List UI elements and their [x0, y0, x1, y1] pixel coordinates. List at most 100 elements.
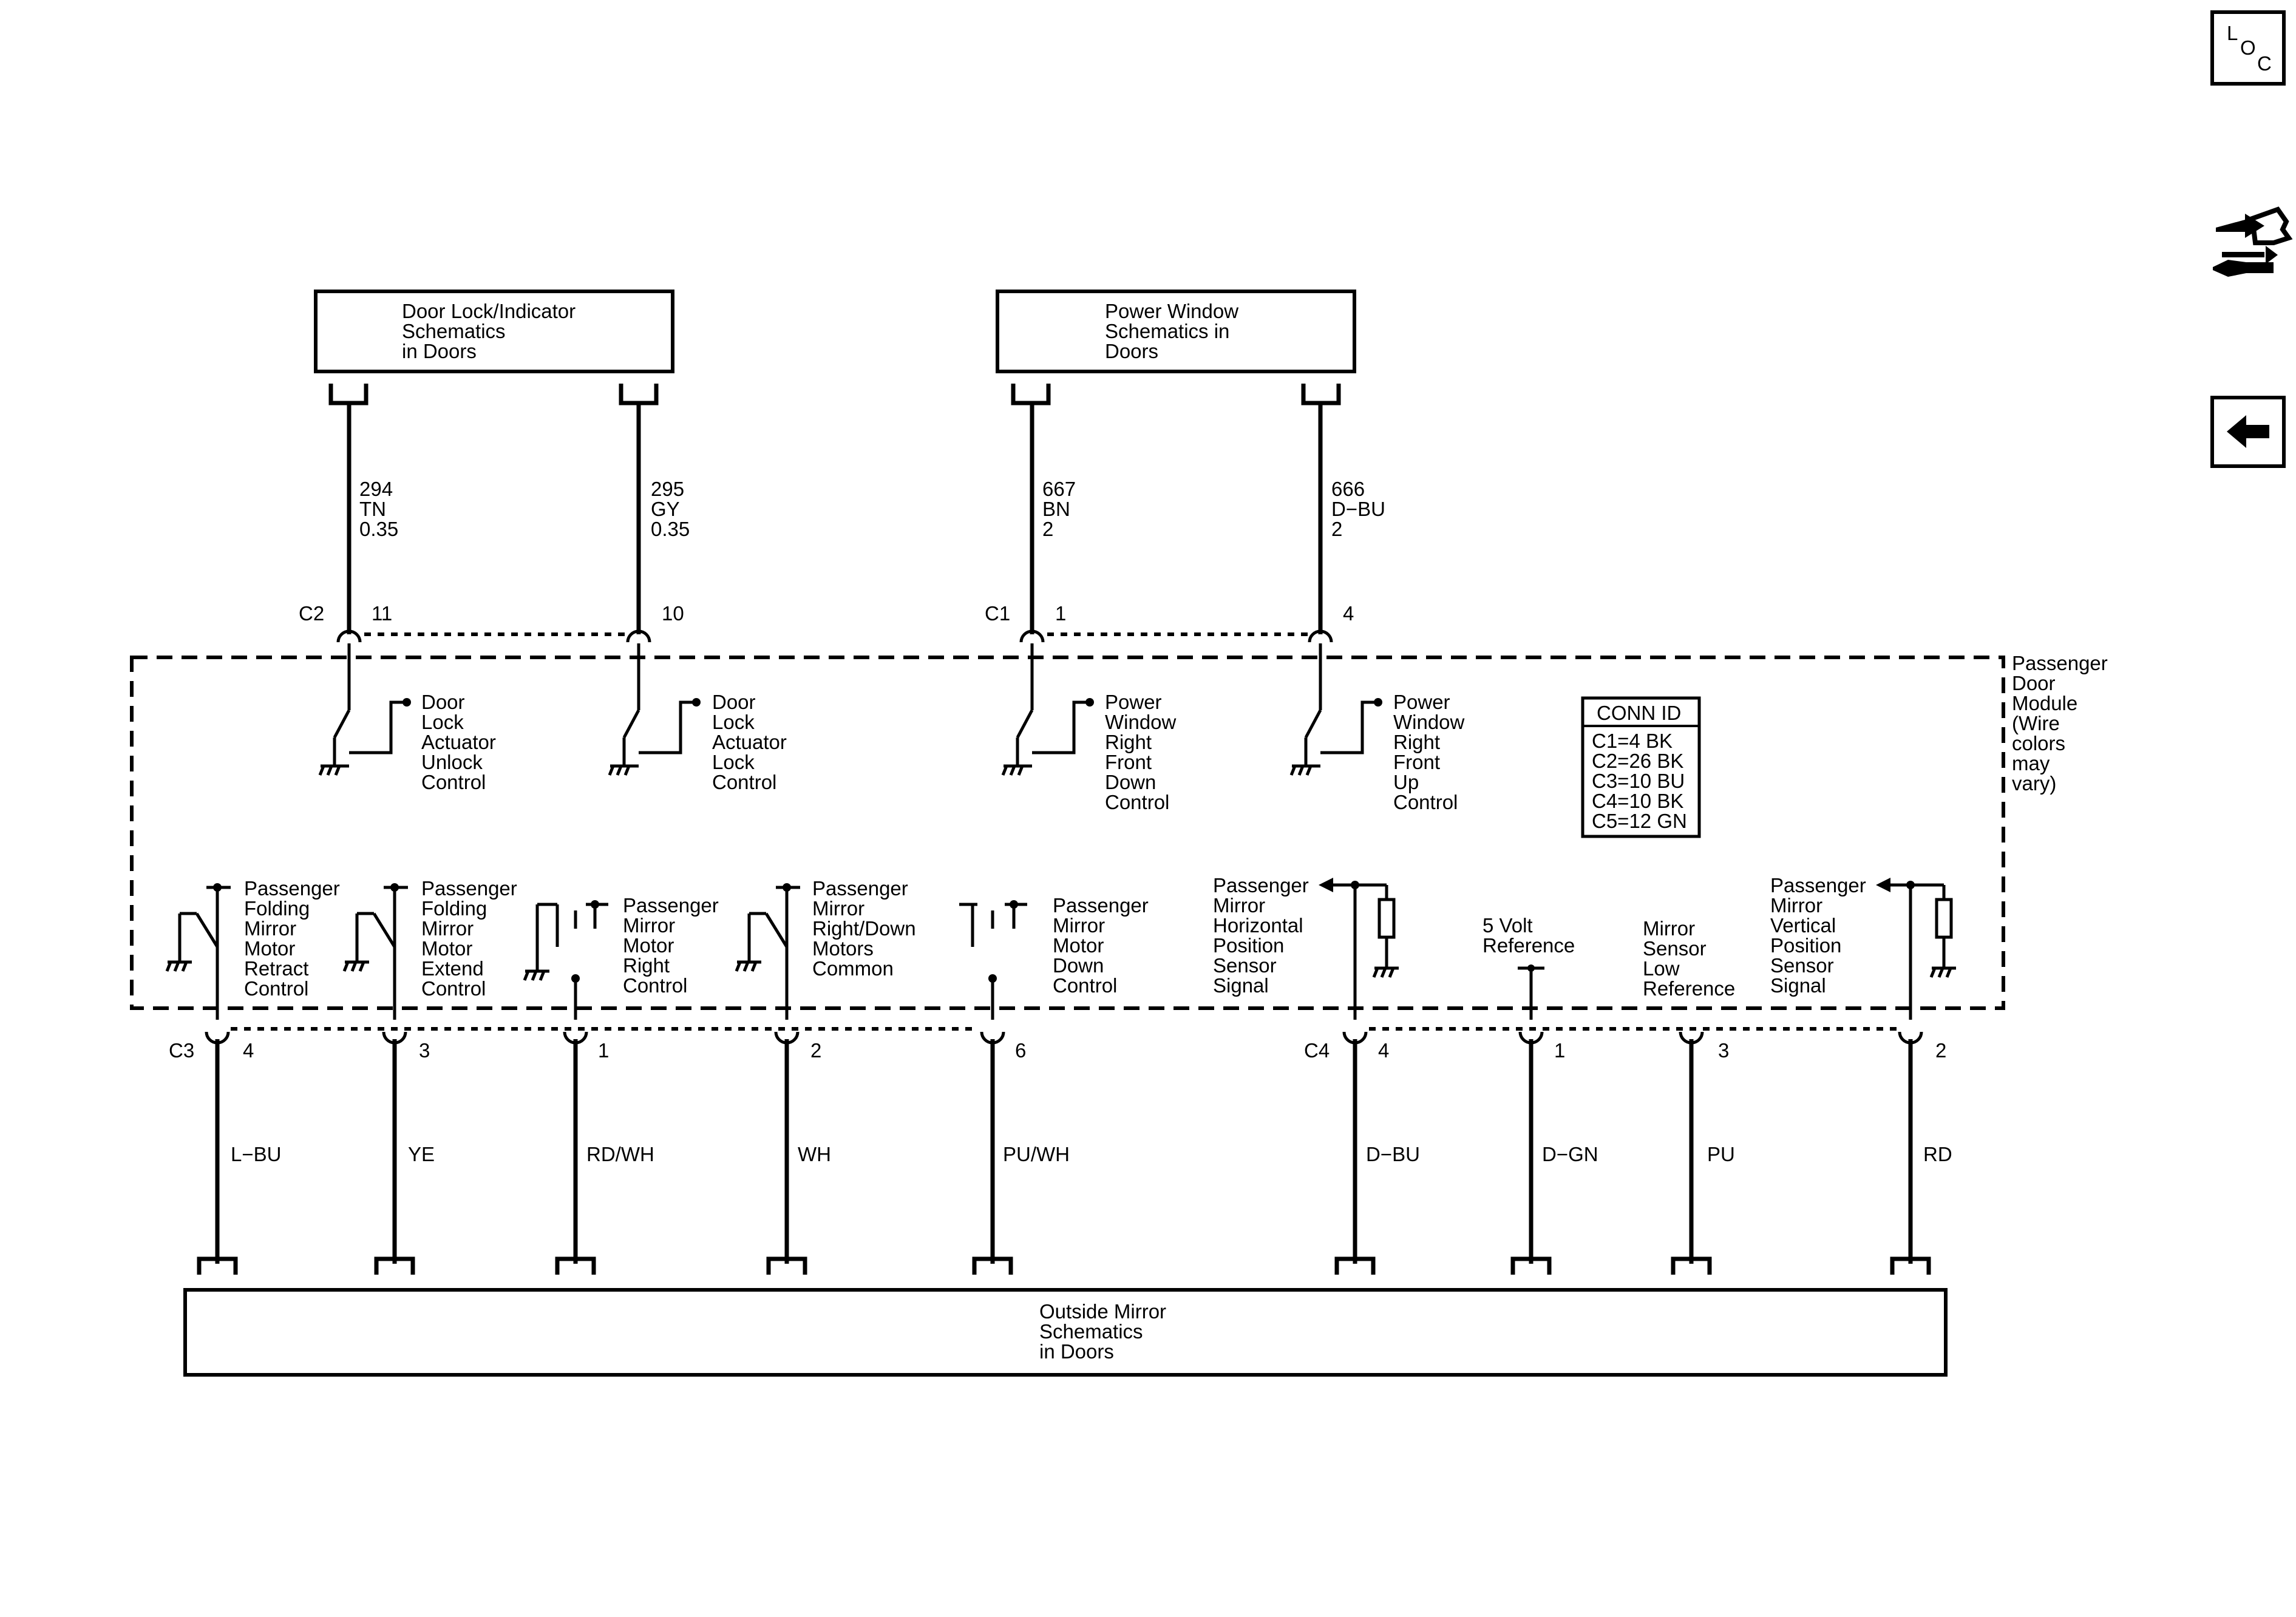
module-label-line: colors	[2012, 732, 2065, 754]
desc-window-down: Power Window Right Front Down Control	[1105, 691, 1177, 813]
pin-number: 1	[598, 1039, 609, 1062]
loc-o: O	[2240, 36, 2256, 59]
desc-line: Lock	[712, 711, 755, 733]
desc-line: Right	[623, 954, 670, 977]
desc-line: Horizontal	[1213, 914, 1303, 937]
desc-line: Control	[244, 977, 308, 1000]
desc-line: Control	[1053, 974, 1117, 997]
desc-folding-extend: Passenger Folding Mirror Motor Extend Co…	[421, 877, 517, 1000]
wire-size: 0.35	[651, 518, 690, 540]
desc-line: Low	[1643, 957, 1680, 980]
desc-line: Mirror	[1770, 894, 1822, 917]
circuit-number: 294	[359, 478, 393, 500]
wrench-tools-icon[interactable]	[2213, 206, 2293, 277]
desc-line: Window	[1105, 711, 1177, 733]
desc-line: Extend	[421, 957, 484, 980]
box-line: in Doors	[402, 340, 477, 362]
desc-line: Passenger	[244, 877, 340, 900]
desc-line: Passenger	[623, 894, 719, 917]
conn-id-table: CONN ID C1=4 BK C2=26 BK C3=10 BU C4=10 …	[1581, 696, 1701, 838]
desc-line: Down	[1053, 954, 1104, 977]
desc-line: Folding	[421, 897, 487, 920]
desc-line: Right/Down	[812, 917, 916, 940]
desc-line: Control	[623, 974, 687, 997]
wire-color: RD/WH	[586, 1143, 654, 1165]
desc-line: Mirror	[1053, 914, 1105, 937]
conn-id-title: CONN ID	[1597, 702, 1681, 724]
desc-line: Right	[1105, 731, 1152, 753]
box-line: in Doors	[1039, 1340, 1114, 1363]
desc-line: Door	[421, 691, 465, 713]
wire-color: D−GN	[1542, 1143, 1598, 1165]
wire-color: D−BU	[1366, 1143, 1420, 1165]
box-line: Schematics	[1039, 1320, 1143, 1343]
wire-size: 2	[1331, 518, 1342, 540]
switch-unlock-control	[318, 643, 411, 776]
horizontal-sensor-circuit	[1319, 878, 1399, 1020]
module-label-line: Door	[2012, 672, 2056, 694]
desc-line: 5 Volt	[1483, 914, 1533, 937]
back-arrow-icon[interactable]	[2210, 396, 2286, 468]
desc-line: Power	[1105, 691, 1162, 713]
pin-number: 10	[662, 602, 684, 625]
desc-line: Motor	[1053, 934, 1104, 957]
wire-color: WH	[798, 1143, 831, 1165]
desc-line: Motor	[244, 937, 295, 960]
wire-size: 0.35	[359, 518, 398, 540]
desc-window-up: Power Window Right Front Up Control	[1393, 691, 1465, 813]
desc-line: Motor	[421, 937, 472, 960]
desc-line: Mirror	[1643, 917, 1695, 940]
wire-color: GY	[651, 498, 680, 520]
power-window-schematics-box[interactable]: Power Window Schematics in Doors	[996, 290, 1356, 373]
box-line: Power Window	[1105, 300, 1238, 322]
desc-line: Signal	[1213, 974, 1269, 997]
bottom-wires	[215, 1039, 1913, 1264]
desc-line: Control	[712, 771, 776, 793]
wire-color: L−BU	[231, 1143, 281, 1165]
desc-line: Position	[1770, 934, 1841, 957]
top-wires	[347, 403, 1323, 634]
desc-line: Sensor	[1213, 954, 1277, 977]
pin-number: 3	[419, 1039, 430, 1062]
bottom-connectors: C3 4 3 1 2 6 C4 4 1 3 2	[169, 1027, 1946, 1062]
vertical-sensor-circuit	[1876, 878, 1956, 1020]
module-label-line: may	[2012, 752, 2050, 775]
box-line: Doors	[1105, 340, 1158, 362]
pin-number: 4	[1343, 602, 1354, 625]
conn-id-row: C4=10 BK	[1592, 790, 1683, 812]
switch-mirror-common	[735, 883, 800, 1020]
desc-line: Lock	[712, 751, 755, 773]
desc-mirror-down: Passenger Mirror Motor Down Control	[1053, 894, 1149, 997]
desc-line: Down	[1105, 771, 1156, 793]
outside-mirror-schematics-box[interactable]: Outside Mirror Schematics in Doors	[183, 1288, 1948, 1377]
connector-id: C4	[1304, 1039, 1330, 1062]
wire-color: PU/WH	[1003, 1143, 1070, 1165]
circuit-number: 666	[1331, 478, 1365, 500]
pin-number: 4	[1378, 1039, 1389, 1062]
desc-line: Mirror	[1213, 894, 1265, 917]
loc-icon[interactable]: L O C	[2210, 10, 2286, 86]
desc-line: Retract	[244, 957, 308, 980]
wire-color: D−BU	[1331, 498, 1385, 520]
5v-reference-circuit	[1518, 964, 1544, 1020]
desc-vertical-sensor: Passenger Mirror Vertical Position Senso…	[1770, 874, 1866, 997]
desc-line: Reference	[1483, 934, 1575, 957]
circuit-number: 295	[651, 478, 684, 500]
desc-line: Passenger	[1053, 894, 1149, 917]
connector-id: C2	[299, 602, 324, 625]
top-wire-label-3: 667 BN 2	[1042, 478, 1076, 540]
loc-l: L	[2227, 22, 2238, 44]
passenger-door-module	[130, 656, 2005, 1010]
desc-unlock-control: Door Lock Actuator Unlock Control	[421, 691, 496, 793]
desc-line: Control	[421, 771, 486, 793]
desc-line: Passenger	[1770, 874, 1866, 897]
desc-sensor-low-reference: Mirror Sensor Low Reference	[1643, 917, 1735, 1000]
desc-line: Mirror	[421, 917, 474, 940]
desc-line: Passenger	[421, 877, 517, 900]
desc-line: Control	[1105, 791, 1169, 813]
top-wire-label-4: 666 D−BU 2	[1331, 478, 1385, 540]
desc-line: Unlock	[421, 751, 483, 773]
desc-line: Vertical	[1770, 914, 1836, 937]
door-lock-schematics-box[interactable]: Door Lock/Indicator Schematics in Doors	[314, 290, 674, 373]
